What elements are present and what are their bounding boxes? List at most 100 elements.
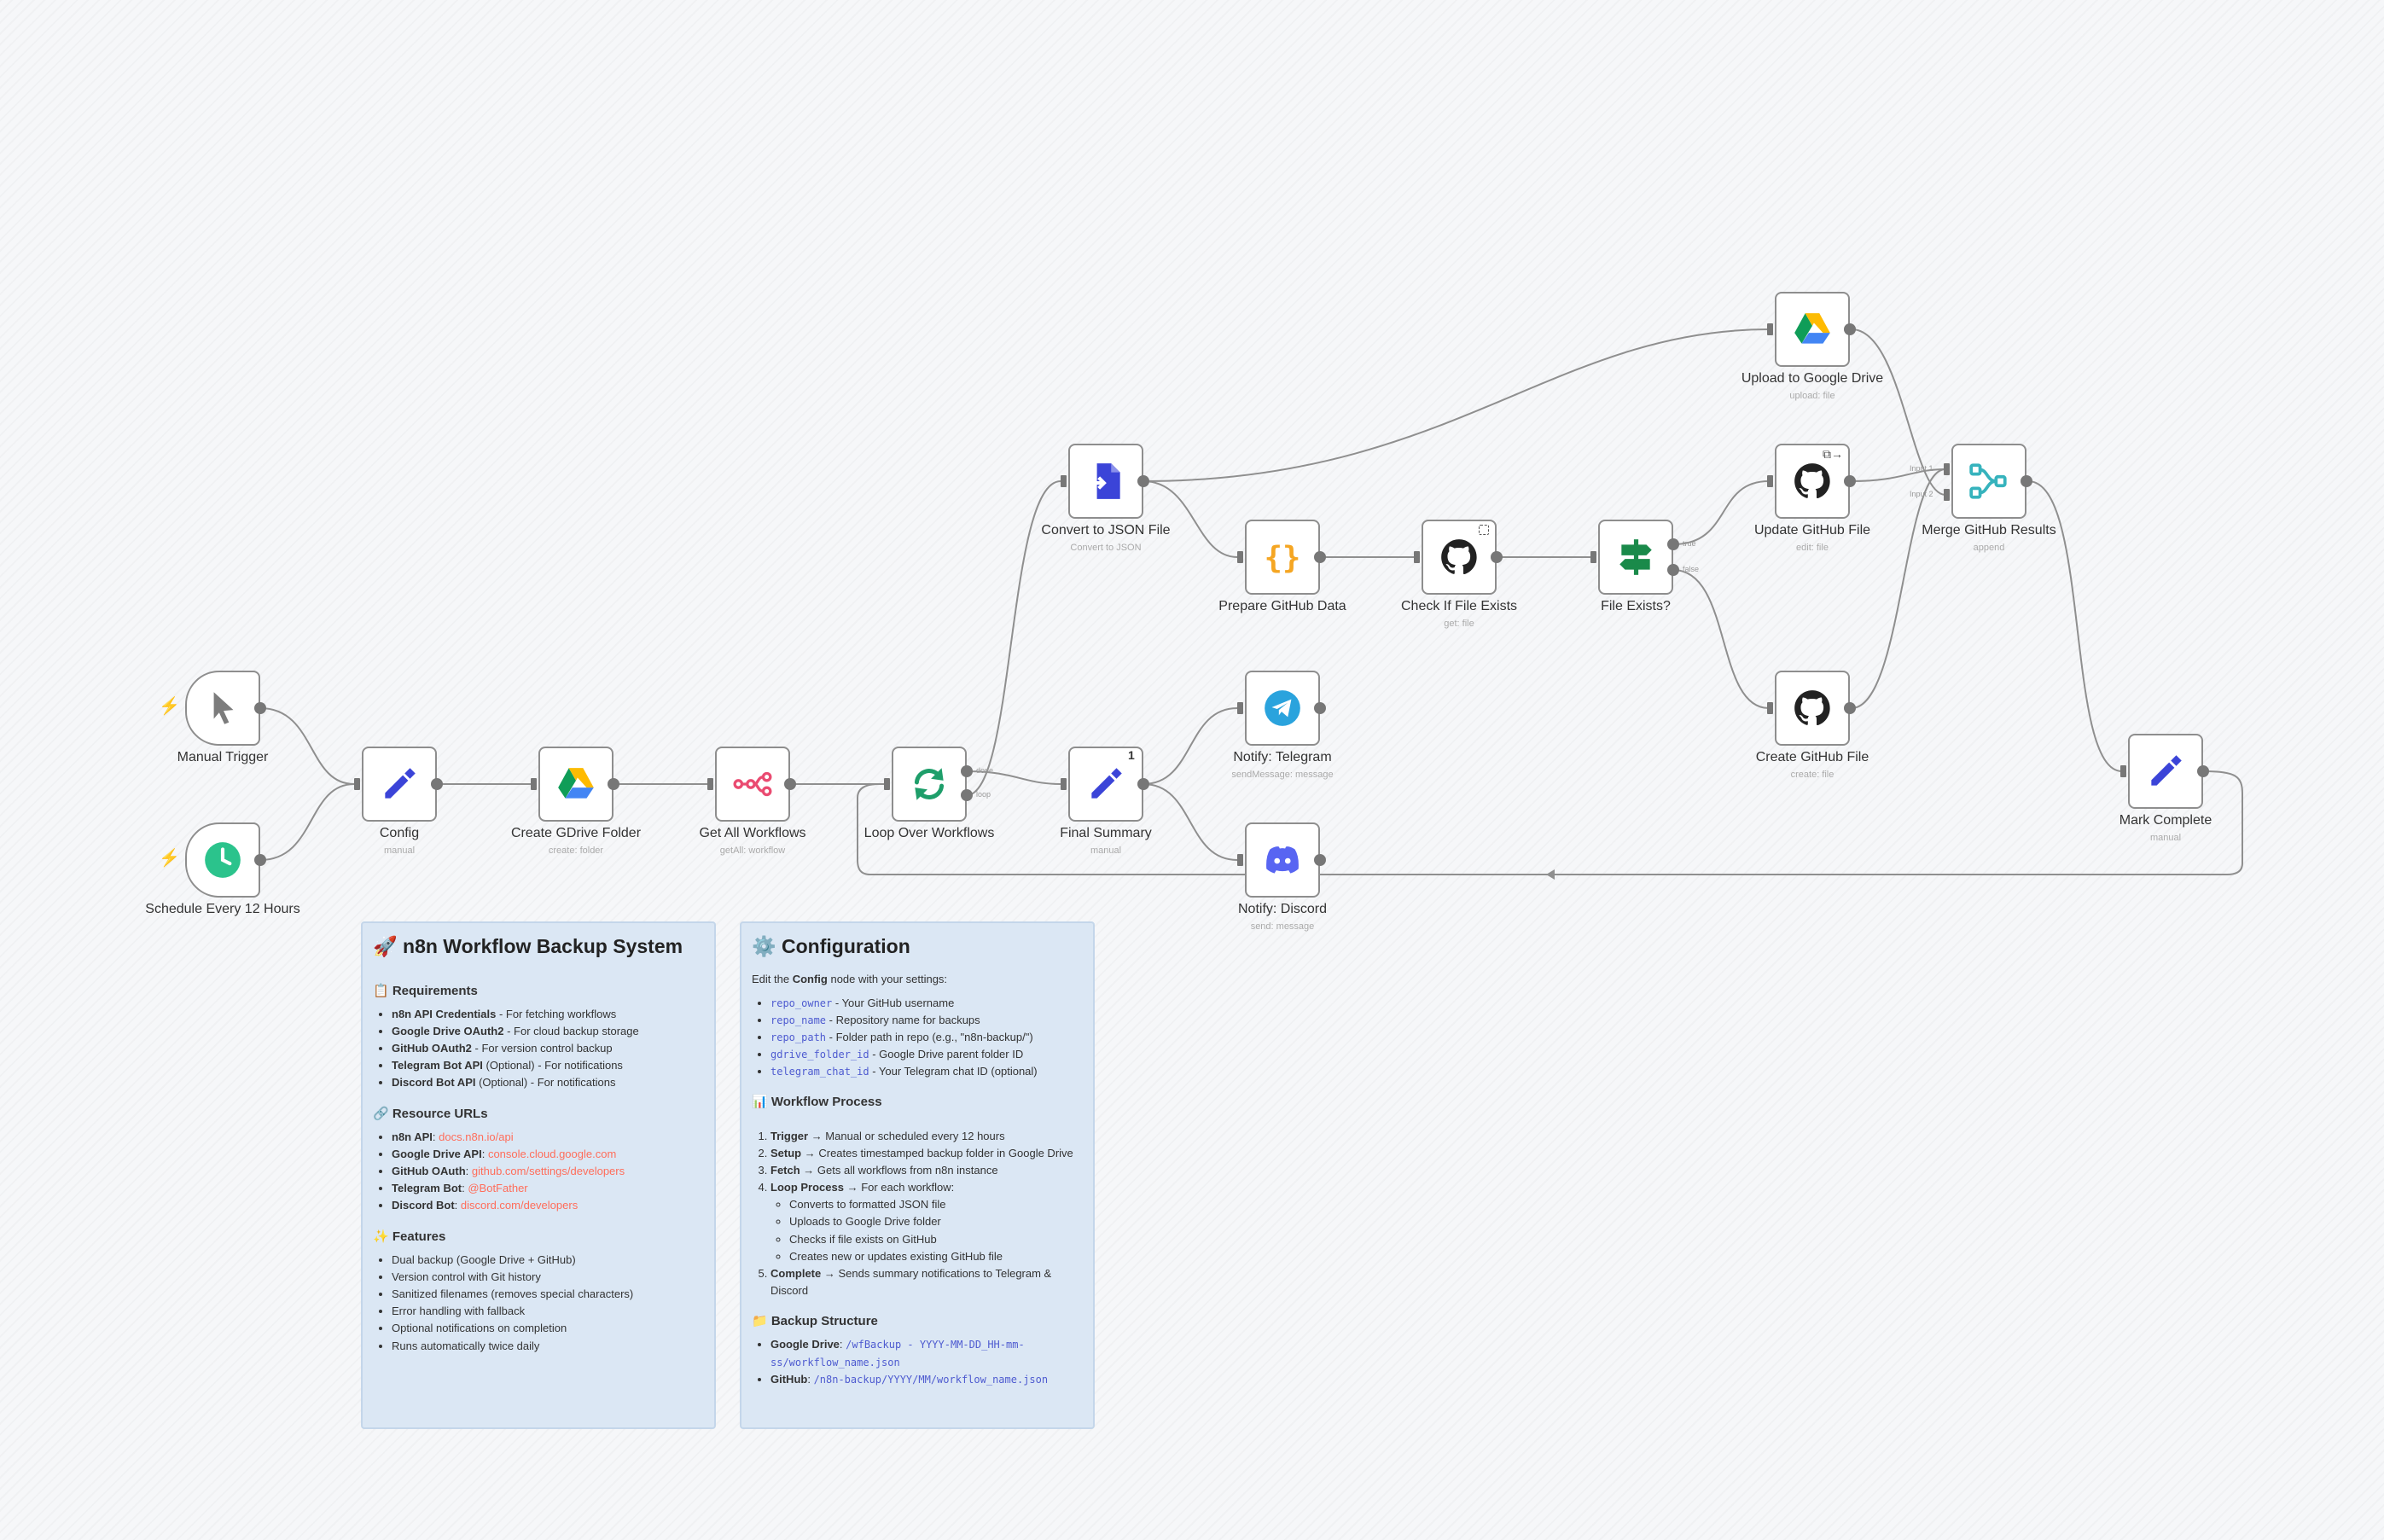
sticky-note-overview[interactable]: 🚀 n8n Workflow Backup System 📋 Requireme… <box>361 921 716 1429</box>
node-update-github-file[interactable] <box>1775 444 1850 519</box>
output-port[interactable] <box>1844 323 1856 335</box>
list-item: Telegram Bot: @BotFather <box>392 1180 704 1197</box>
output-port[interactable] <box>1844 475 1856 487</box>
node-label: Create GDrive Folder <box>510 826 642 840</box>
github-icon <box>1441 539 1477 575</box>
input-port[interactable] <box>1061 778 1067 790</box>
output-port[interactable] <box>1314 551 1326 563</box>
input-port[interactable] <box>1237 551 1243 563</box>
output-port[interactable] <box>431 778 443 790</box>
input-port[interactable] <box>531 778 537 790</box>
port-label-input-2: Input 2 <box>1910 490 1933 498</box>
output-port[interactable] <box>2021 475 2032 487</box>
node-mark-complete[interactable] <box>2128 734 2203 809</box>
sticky-note-configuration[interactable]: ⚙️ Configuration Edit the Config node wi… <box>740 921 1095 1429</box>
input-port[interactable] <box>1767 475 1773 487</box>
node-create-gdrive-folder[interactable] <box>538 747 613 822</box>
error-output-icon: ⧉→ <box>1823 447 1843 461</box>
node-config[interactable] <box>362 747 437 822</box>
resource-link[interactable]: discord.com/developers <box>460 1199 579 1212</box>
output-port-true[interactable] <box>1667 538 1679 550</box>
input-port[interactable] <box>884 778 890 790</box>
node-create-github-file[interactable] <box>1775 671 1850 746</box>
telegram-icon <box>1265 690 1300 726</box>
output-port[interactable] <box>254 702 266 714</box>
input-port[interactable] <box>354 778 360 790</box>
pencil-icon <box>385 768 416 799</box>
list-item: Converts to formatted JSON file <box>789 1196 1083 1213</box>
section-heading: 📋 Requirements <box>373 983 478 998</box>
input-port[interactable] <box>707 778 713 790</box>
resource-link[interactable]: docs.n8n.io/api <box>439 1130 514 1143</box>
github-icon <box>1794 690 1830 726</box>
input-port-1[interactable] <box>1944 463 1950 475</box>
retry-indicator-icon <box>1479 525 1489 535</box>
input-port[interactable] <box>1767 702 1773 714</box>
output-port[interactable] <box>1137 778 1149 790</box>
output-port[interactable] <box>2197 765 2209 777</box>
node-loop-over-workflows[interactable] <box>892 747 967 822</box>
list-item: repo_path - Folder path in repo (e.g., "… <box>770 1029 1083 1046</box>
node-subtitle: append <box>1973 543 2005 553</box>
input-port[interactable] <box>2120 765 2126 777</box>
node-notify-telegram[interactable] <box>1245 671 1320 746</box>
input-port[interactable] <box>1590 551 1596 563</box>
resource-link[interactable]: github.com/settings/developers <box>471 1165 625 1178</box>
port-label-loop: loop <box>976 790 991 799</box>
list-item: gdrive_folder_id - Google Drive parent f… <box>770 1046 1083 1063</box>
output-port[interactable] <box>1491 551 1503 563</box>
resource-urls-list: n8n API: docs.n8n.io/api Google Drive AP… <box>373 1129 704 1215</box>
resource-link[interactable]: console.cloud.google.com <box>487 1147 617 1160</box>
node-subtitle: manual <box>2149 833 2182 843</box>
node-file-exists-if[interactable] <box>1598 520 1673 595</box>
input-port[interactable] <box>1767 323 1773 335</box>
node-check-if-file-exists[interactable] <box>1422 520 1497 595</box>
output-port[interactable] <box>254 854 266 866</box>
substeps-list: Converts to formatted JSON file Uploads … <box>770 1196 1083 1265</box>
output-port-false[interactable] <box>1667 564 1679 576</box>
node-subtitle: send: message <box>1250 921 1315 932</box>
output-port[interactable] <box>608 778 619 790</box>
port-label-true: true <box>1683 539 1696 548</box>
trigger-bolt-icon: ⚡ <box>159 849 180 868</box>
node-schedule-trigger[interactable] <box>185 822 260 898</box>
node-prepare-github-data[interactable]: {} <box>1245 520 1320 595</box>
list-item: Optional notifications on completion <box>392 1320 704 1337</box>
requirements-list: n8n API Credentials - For fetching workf… <box>373 1006 704 1092</box>
node-label: Schedule Every 12 Hours <box>145 902 300 916</box>
input-port[interactable] <box>1237 702 1243 714</box>
list-item: telegram_chat_id - Your Telegram chat ID… <box>770 1063 1083 1080</box>
output-port-loop[interactable] <box>961 789 973 801</box>
output-port[interactable] <box>1137 475 1149 487</box>
node-label: Notify: Discord <box>1237 902 1328 916</box>
output-port[interactable] <box>784 778 796 790</box>
input-port[interactable] <box>1237 854 1243 866</box>
list-item: Error handling with fallback <box>392 1303 704 1320</box>
note-title: 🚀 n8n Workflow Backup System <box>373 935 683 957</box>
input-port[interactable] <box>1061 475 1067 487</box>
output-port-done[interactable] <box>961 765 973 777</box>
node-convert-to-json[interactable] <box>1068 444 1143 519</box>
output-port[interactable] <box>1314 702 1326 714</box>
wire-exists-create <box>1672 569 1770 709</box>
file-import-icon <box>1088 463 1120 499</box>
resource-link[interactable]: @BotFather <box>468 1182 528 1195</box>
node-label: Config <box>379 826 420 840</box>
discord-icon <box>1266 846 1299 874</box>
input-port[interactable] <box>1414 551 1420 563</box>
node-manual-trigger[interactable] <box>185 671 260 746</box>
input-port-2[interactable] <box>1944 489 1950 501</box>
node-final-summary[interactable] <box>1068 747 1143 822</box>
node-label: Prepare GitHub Data <box>1218 599 1346 613</box>
wire-convert-upload <box>1143 328 1770 482</box>
node-label: Get All Workflows <box>699 826 806 840</box>
node-merge-github-results[interactable] <box>1951 444 2026 519</box>
list-item: Loop Process → For each workflow: Conver… <box>770 1179 1083 1265</box>
output-port[interactable] <box>1314 854 1326 866</box>
node-upload-to-google-drive[interactable] <box>1775 292 1850 367</box>
node-notify-discord[interactable] <box>1245 822 1320 898</box>
list-item: repo_owner - Your GitHub username <box>770 995 1083 1012</box>
wire-final-telegram <box>1143 707 1238 785</box>
output-port[interactable] <box>1844 702 1856 714</box>
node-get-all-workflows[interactable] <box>715 747 790 822</box>
